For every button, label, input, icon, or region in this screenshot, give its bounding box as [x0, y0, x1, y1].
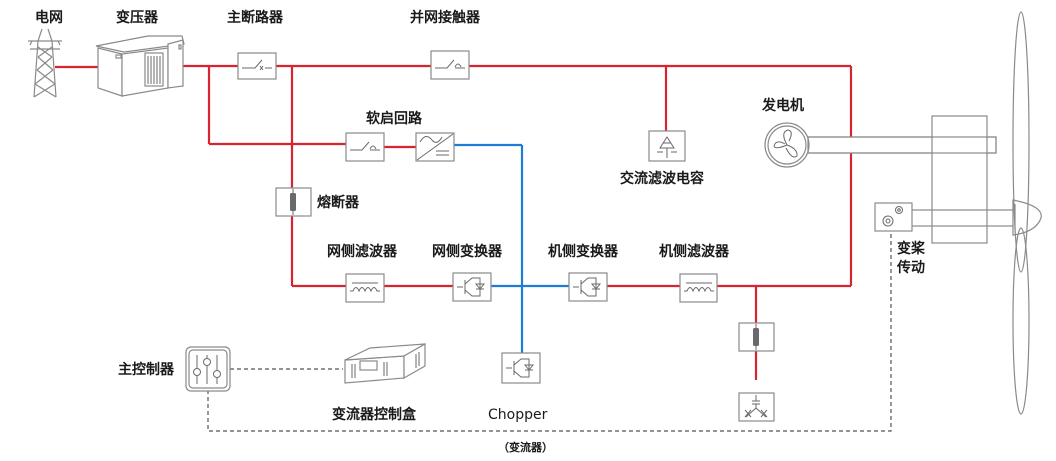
wind-rotor	[807, 11, 1042, 415]
label-grid-contactor: 并网接触器	[410, 9, 481, 26]
blade-bottom	[1012, 227, 1030, 415]
label-converter-group: （变流器）	[498, 440, 553, 454]
igbt-converter-icon	[501, 352, 541, 384]
label-fuse: 熔断器	[317, 194, 360, 211]
control-link-pitch	[207, 232, 892, 432]
dc-wiring	[454, 143, 569, 355]
label-pitch-drive-1: 变桨	[897, 240, 926, 257]
crowbar[interactable]	[738, 392, 775, 422]
machine-side-filter[interactable]	[679, 273, 718, 303]
chopper[interactable]	[501, 352, 541, 384]
soft-start-contactor[interactable]	[345, 132, 385, 162]
label-grid-side-converter: 网侧变换器	[432, 243, 503, 260]
label-pitch-drive-2: 传动	[896, 259, 925, 276]
inductor-filter-icon	[345, 273, 385, 303]
machine-side-converter[interactable]	[568, 272, 608, 302]
pitch-drive[interactable]	[874, 202, 913, 232]
label-soft-start: 软启回路	[366, 110, 423, 127]
label-generator: 发电机	[761, 97, 804, 114]
label-machine-side-filter: 机侧滤波器	[659, 243, 730, 260]
label-transformer: 变压器	[116, 9, 159, 26]
label-ac-filter-capacitor: 交流滤波电容	[620, 170, 704, 187]
grid-side-filter[interactable]	[345, 273, 385, 303]
ac-filter-capacitor[interactable]	[648, 130, 686, 162]
gear-icon	[874, 202, 913, 232]
label-grid: 电网	[35, 9, 63, 26]
grid-side-converter[interactable]	[452, 272, 492, 302]
label-chopper: Chopper	[488, 407, 548, 423]
transmission-tower-icon	[28, 28, 62, 98]
inductor-filter-icon	[679, 273, 718, 303]
label-main-breaker: 主断路器	[227, 9, 284, 26]
ac-wiring	[55, 64, 853, 380]
fuse[interactable]	[275, 187, 312, 217]
label-main-controller: 主控制器	[118, 361, 175, 378]
label-grid-side-filter: 网侧滤波器	[327, 243, 398, 260]
grid-contactor[interactable]	[430, 50, 470, 80]
crowbar-fuse[interactable]	[738, 322, 775, 352]
label-converter-control-box: 变流器控制盒	[332, 406, 417, 423]
labels: 电网 变压器 主断路器 并网接触器 软启回路 交流滤波电容 发电机 熔断器 网侧…	[35, 9, 926, 454]
slider-controls-icon	[185, 346, 231, 392]
main-controller[interactable]	[185, 346, 231, 392]
soft-start-rectifier[interactable]	[415, 132, 455, 162]
converter-control-box[interactable]	[344, 342, 426, 384]
label-machine-side-converter: 机侧变换器	[548, 243, 619, 260]
control-wiring	[207, 232, 892, 432]
substation-transformer-icon	[95, 35, 185, 97]
main-breaker[interactable]	[237, 52, 277, 80]
gearbox-housing	[931, 115, 988, 244]
blade-top	[1012, 11, 1030, 273]
